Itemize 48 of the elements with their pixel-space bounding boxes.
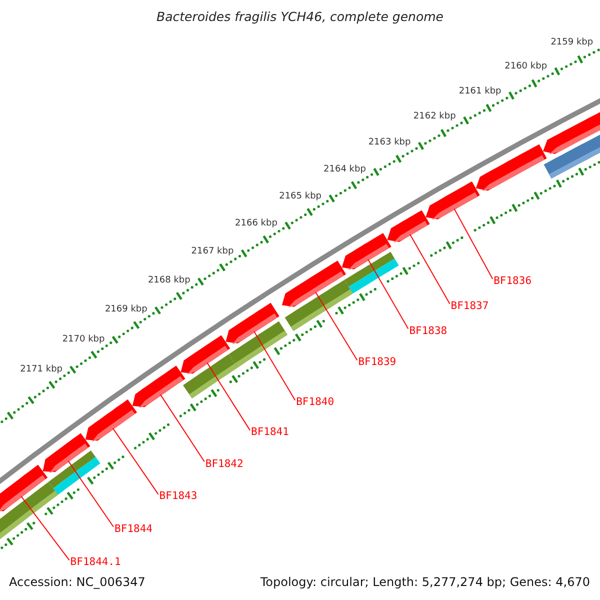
- gene-feature: [284, 280, 353, 331]
- scale-label: 2168 kbp: [148, 276, 190, 286]
- leader-line: [254, 331, 296, 401]
- scale-label: 2170 kbp: [62, 335, 105, 344]
- gene-feature: [344, 252, 399, 294]
- scale-label: 2164 kbp: [324, 165, 366, 174]
- gene-feature: [85, 399, 137, 442]
- gene-feature: [132, 366, 186, 408]
- leader-line: [206, 362, 250, 431]
- gene-label: BF1837: [450, 300, 489, 312]
- leader-line: [454, 208, 494, 280]
- leader-line: [112, 428, 159, 495]
- leader-line: [68, 460, 114, 528]
- scale-label: 2161 kbp: [458, 88, 502, 97]
- genome-info-text: Topology: circular; Length: 5,277,274 bp; Genes: 4,670: [260, 576, 590, 588]
- scale-label: 2165 kbp: [279, 192, 322, 202]
- scale-label: 2163 kbp: [368, 138, 411, 148]
- gene-feature: [183, 354, 238, 398]
- leader-line: [160, 394, 205, 462]
- gene-feature: [48, 450, 100, 495]
- leader-line: [20, 496, 70, 561]
- gene-feature: [426, 181, 480, 220]
- title: Bacteroides fragilis YCH46, complete genome: [156, 11, 444, 24]
- gene-feature: [387, 210, 430, 242]
- gene-label: BF1840: [296, 397, 334, 408]
- gene-label: BF1842: [205, 458, 244, 470]
- gene-feature: [0, 482, 58, 540]
- scale-label: 2160 kbp: [504, 62, 548, 72]
- scale-label: 2159 kbp: [550, 38, 594, 48]
- gene-feature: [544, 132, 600, 179]
- gene-label: BF1844.1: [70, 557, 121, 568]
- leader-line: [368, 259, 409, 330]
- gene-label: BF1838: [409, 326, 448, 336]
- scale-label: 2167 kbp: [191, 248, 234, 257]
- scale-label: 2166 kbp: [235, 220, 278, 229]
- scale-label: 2171 kbp: [20, 366, 62, 375]
- leader-line: [410, 234, 450, 304]
- gene-feature: [476, 144, 547, 192]
- leader-line: [315, 292, 358, 361]
- gene-label: BF1844: [114, 524, 152, 534]
- gene-label: BF1841: [251, 427, 289, 438]
- accession-text: Accession: NC_006347: [9, 576, 146, 588]
- gene-label: BF1836: [494, 276, 532, 286]
- gene-label: BF1839: [358, 357, 396, 368]
- gene-feature: [228, 321, 288, 368]
- scale-label: 2169 kbp: [104, 306, 148, 315]
- scale-label: 2162 kbp: [413, 112, 456, 122]
- gene-label: BF1843: [159, 491, 198, 502]
